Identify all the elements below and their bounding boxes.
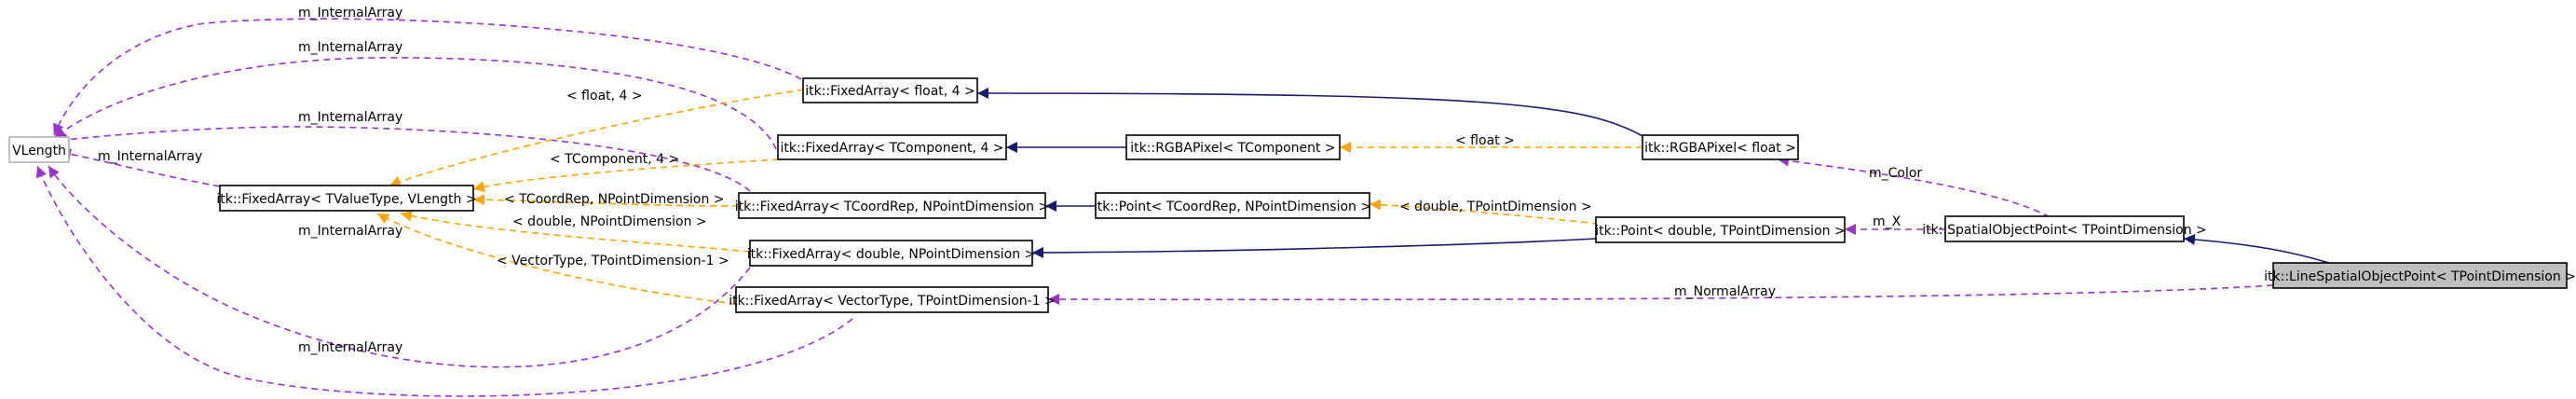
node-fixedarray-tcomponent-4[interactable]: itk::FixedArray< TComponent, 4 > (777, 134, 1007, 160)
node-label-point-tcoordrep-npointdimension: itk::Point< TCoordRep, NPointDimension > (1094, 200, 1371, 214)
edge-label-m-internal-3: m_InternalArray (298, 110, 402, 125)
edge-member-fa-tvalue-vlength (59, 148, 221, 187)
node-rgbapixel-float[interactable]: itk::RGBAPixel< float > (1642, 134, 1799, 160)
edge-member-line-fa-vector (1047, 284, 2274, 306)
edge-inherit-point-double-fa-double (1031, 238, 1597, 258)
edge-label-m-internal-top: m_InternalArray (298, 6, 402, 21)
node-label-fixedarray-double-npointdimension: itk::FixedArray< double, NPointDimension… (747, 247, 1036, 262)
edge-label-double-npd: < double, NPointDimension > (512, 214, 707, 229)
edge-template-fa-double (400, 210, 751, 253)
node-label-fixedarray-vectortype-tpointdimension-1: itk::FixedArray< VectorType, TPointDimen… (729, 294, 1056, 309)
edge-member-fa-tcomp4-vlength (53, 57, 777, 150)
node-label-spatialobjectpoint-tpointdimension: itk::SpatialObjectPoint< TPointDimension… (1922, 223, 2207, 238)
edge-label-tcoord-npd: < TCoordRep, NPointDimension > (504, 192, 725, 207)
node-rgbapixel-tcomponent[interactable]: itk::RGBAPixel< TComponent > (1125, 134, 1341, 160)
edge-label-float: < float > (1455, 133, 1515, 148)
node-label-rgbapixel-tcomponent: itk::RGBAPixel< TComponent > (1130, 141, 1335, 156)
node-fixedarray-float-4[interactable]: itk::FixedArray< float, 4 > (802, 77, 978, 103)
edges (35, 18, 2330, 397)
node-label-rgbapixel-float: itk::RGBAPixel< float > (1644, 141, 1796, 156)
edge-label-m-color: m_Color (1869, 166, 1922, 181)
edge-member-spatial-rgba-float (1777, 155, 2051, 218)
edge-member-fa-float4-vlength (53, 18, 802, 136)
edge-label-tcomp-4: < TComponent, 4 > (550, 152, 679, 167)
node-label-linespatialobjectpoint-tpointdimension: itk::LineSpatialObjectPoint< TPointDimen… (2264, 269, 2576, 284)
edge-inherit-rgba-float-fa-float4 (976, 88, 1645, 138)
edge-label-m-x: m_X (1873, 214, 1901, 229)
node-spatialobjectpoint-tpointdimension[interactable]: itk::SpatialObjectPoint< TPointDimension… (1922, 215, 2207, 242)
node-linespatialobjectpoint-tpointdimension[interactable]: itk::LineSpatialObjectPoint< TPointDimen… (2264, 262, 2576, 289)
node-label-fixedarray-tvaluetype-vlength: itk::FixedArray< TValueType, VLength > (216, 192, 476, 207)
edge-member-fa-double-vlength (48, 165, 751, 368)
node-label-point-double-tpointdimension: itk::Point< double, TPointDimension > (1595, 224, 1845, 239)
node-point-double-tpointdimension[interactable]: itk::Point< double, TPointDimension > (1595, 216, 1846, 243)
edge-labels: m_InternalArray m_InternalArray m_Intern… (98, 6, 1922, 355)
edge-template-point-double (1369, 199, 1600, 225)
edge-label-float-4: < float, 4 > (566, 89, 643, 103)
node-fixedarray-tcoordrep-npointdimension[interactable]: itk::FixedArray< TCoordRep, NPointDimens… (735, 192, 1049, 219)
edge-template-fa-vector (376, 213, 737, 305)
edge-member-fa-tcoord-vlength (55, 126, 751, 192)
node-label-vlength: VLength (12, 144, 66, 158)
node-fixedarray-double-npointdimension[interactable]: itk::FixedArray< double, NPointDimension… (747, 240, 1036, 267)
node-fixedarray-tvaluetype-vlength[interactable]: itk::FixedArray< TValueType, VLength > (216, 185, 477, 212)
nodes: VLength itk::FixedArray< float, 4 > itk:… (8, 77, 2576, 313)
edge-template-fa-tcoord (472, 194, 740, 207)
edge-inherit-line-spatial (2183, 233, 2330, 264)
edge-template-fa-float4 (388, 89, 805, 187)
edge-label-double-tpd: < double, TPointDimension > (1399, 200, 1592, 214)
edge-label-m-normal: m_NormalArray (1674, 284, 1776, 299)
edge-label-m-internal-bottom: m_InternalArray (298, 340, 402, 355)
node-label-fixedarray-float-4: itk::FixedArray< float, 4 > (805, 84, 975, 99)
edge-label-m-internal-2: m_InternalArray (298, 40, 402, 55)
edge-label-m-internal-double: m_InternalArray (298, 224, 402, 239)
node-label-fixedarray-tcomponent-4: itk::FixedArray< TComponent, 4 > (780, 141, 1003, 156)
node-vlength[interactable]: VLength (8, 136, 70, 163)
node-point-tcoordrep-npointdimension[interactable]: itk::Point< TCoordRep, NPointDimension > (1094, 192, 1371, 219)
node-label-fixedarray-tcoordrep-npointdimension: itk::FixedArray< TCoordRep, NPointDimens… (735, 200, 1049, 214)
node-fixedarray-vectortype-tpointdimension-1[interactable]: itk::FixedArray< VectorType, TPointDimen… (729, 286, 1056, 313)
edge-label-m-internal-tvalue: m_InternalArray (98, 149, 202, 164)
edge-template-fa-tcomp4 (472, 158, 780, 192)
edge-label-vector-tpd: < VectorType, TPointDimension-1 > (497, 254, 729, 268)
